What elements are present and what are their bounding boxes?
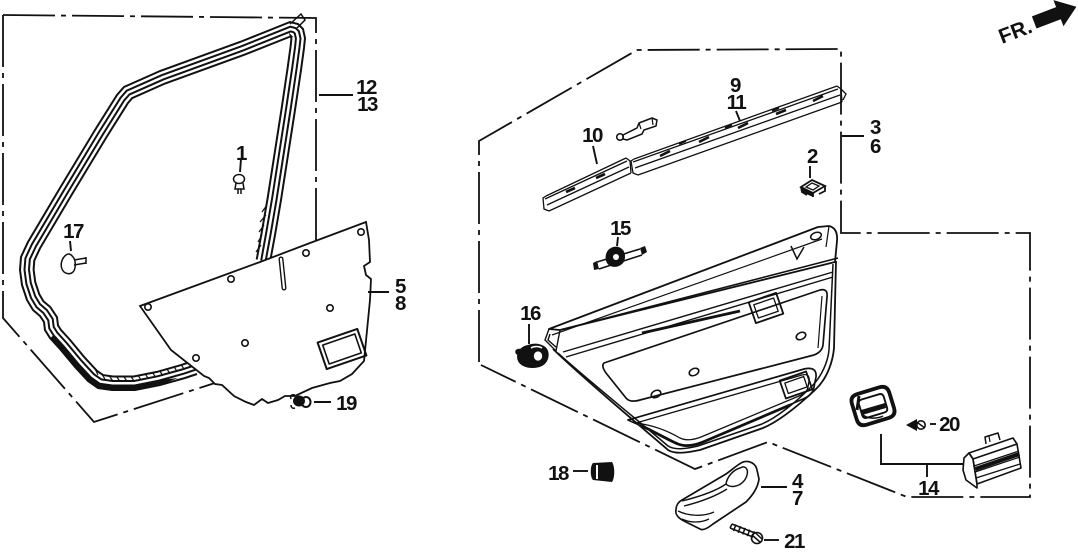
svg-text:12: 12 (356, 76, 377, 99)
svg-text:13: 13 (357, 93, 378, 116)
svg-text:18: 18 (548, 462, 569, 485)
svg-text:19: 19 (336, 392, 357, 415)
svg-text:6: 6 (870, 135, 881, 158)
svg-text:5: 5 (395, 275, 406, 298)
svg-text:14: 14 (918, 477, 940, 500)
svg-text:15: 15 (610, 217, 631, 240)
svg-text:9: 9 (730, 74, 741, 97)
svg-text:7: 7 (792, 487, 803, 510)
svg-text:8: 8 (395, 292, 406, 315)
svg-text:3: 3 (870, 116, 881, 139)
svg-text:21: 21 (784, 530, 805, 553)
svg-text:11: 11 (727, 91, 747, 114)
svg-text:17: 17 (63, 220, 84, 243)
svg-text:2: 2 (807, 145, 818, 168)
svg-text:20: 20 (939, 413, 960, 436)
svg-text:1: 1 (236, 142, 247, 165)
svg-text:10: 10 (582, 124, 603, 147)
svg-text:16: 16 (520, 302, 541, 325)
